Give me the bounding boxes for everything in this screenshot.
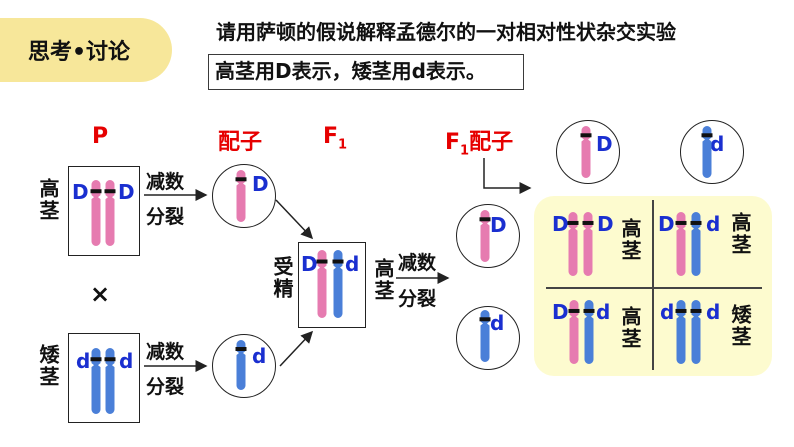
arrow-gamete-to-zygote-bottom (279, 330, 314, 367)
gene-label: d (596, 300, 611, 324)
gene-label: D (552, 212, 569, 236)
gene-label: D (490, 213, 507, 237)
punnett-divider-vertical (652, 200, 654, 370)
gene-label: D (72, 180, 89, 204)
arrow-gamete-to-zygote-top (275, 199, 314, 240)
arrow-f1-gametes-to-punnett (483, 158, 532, 194)
f2-phenotype: 矮茎 (728, 304, 752, 348)
f2-phenotype: 高茎 (728, 212, 752, 256)
label-meiosis-top: 减数 (398, 252, 437, 274)
chromosome (582, 212, 594, 276)
label-short-parent: 矮茎 (36, 344, 60, 388)
chromosome (332, 250, 344, 318)
chromosome (701, 126, 713, 178)
question-text: 请用萨顿的假说解释孟德尔的一对相对性状杂交实验 (216, 20, 676, 44)
label-meiosis-bottom: 分裂 (146, 376, 185, 398)
gene-label: d (76, 349, 91, 373)
gene-label: d (252, 344, 267, 368)
gene-label: d (660, 300, 675, 324)
gene-label: d (706, 300, 721, 324)
gene-label: d (706, 212, 721, 236)
gene-label: D (301, 252, 318, 276)
label-tall-parent: 高茎 (36, 178, 60, 222)
chromosome (690, 212, 702, 276)
chromosome (479, 210, 491, 262)
label-fertilization: 受精 (270, 256, 294, 300)
chromosome (583, 300, 595, 365)
punnett-gamete-circle-recessive (680, 120, 744, 184)
label-f1: F1 (323, 124, 348, 153)
gene-label: D (252, 172, 269, 196)
chromosome (235, 340, 247, 390)
gene-label: D (597, 212, 614, 236)
gene-label: D (552, 300, 569, 324)
label-f1-gametes: F1配子 (445, 130, 514, 159)
chromosome (104, 348, 116, 414)
f1-zygote-box (298, 242, 366, 328)
label-meiosis-top: 减数 (146, 171, 185, 193)
gene-label: D (118, 180, 135, 204)
chromosome (675, 212, 687, 276)
chromosome (567, 212, 579, 276)
topic-badge (0, 18, 172, 82)
chromosome (690, 300, 702, 365)
punnett-divider-horizontal (546, 287, 762, 289)
gene-label: D (658, 212, 675, 236)
f2-phenotype: 高茎 (618, 218, 642, 262)
label-meiosis-top: 减数 (146, 341, 185, 363)
chromosome (235, 170, 247, 222)
parent-short-box (68, 333, 140, 423)
chromosome (568, 300, 580, 365)
chromosome (316, 250, 328, 318)
label-meiosis-bottom: 分裂 (398, 288, 437, 310)
chromosome (675, 300, 687, 365)
label-tall-f1: 高茎 (371, 258, 395, 302)
gene-label: d (710, 132, 725, 156)
f2-phenotype: 高茎 (618, 306, 642, 350)
chromosome (580, 126, 592, 178)
label-parental: P (92, 124, 109, 149)
chromosome (90, 348, 102, 414)
parent-tall-box (68, 166, 140, 256)
cross-symbol: × (90, 280, 111, 308)
chromosome (479, 310, 491, 362)
gene-label: d (345, 252, 360, 276)
topic-badge-label: 思考•讨论 (28, 40, 131, 65)
label-meiosis-bottom: 分裂 (146, 206, 185, 228)
label-gametes: 配子 (218, 130, 263, 155)
gene-label: d (490, 311, 505, 335)
chromosome (104, 180, 116, 246)
chromosome (90, 180, 102, 246)
gene-label: d (119, 349, 134, 373)
notation-note: 高茎用D表示，矮茎用d表示。 (208, 54, 524, 90)
gene-label: D (596, 132, 613, 156)
